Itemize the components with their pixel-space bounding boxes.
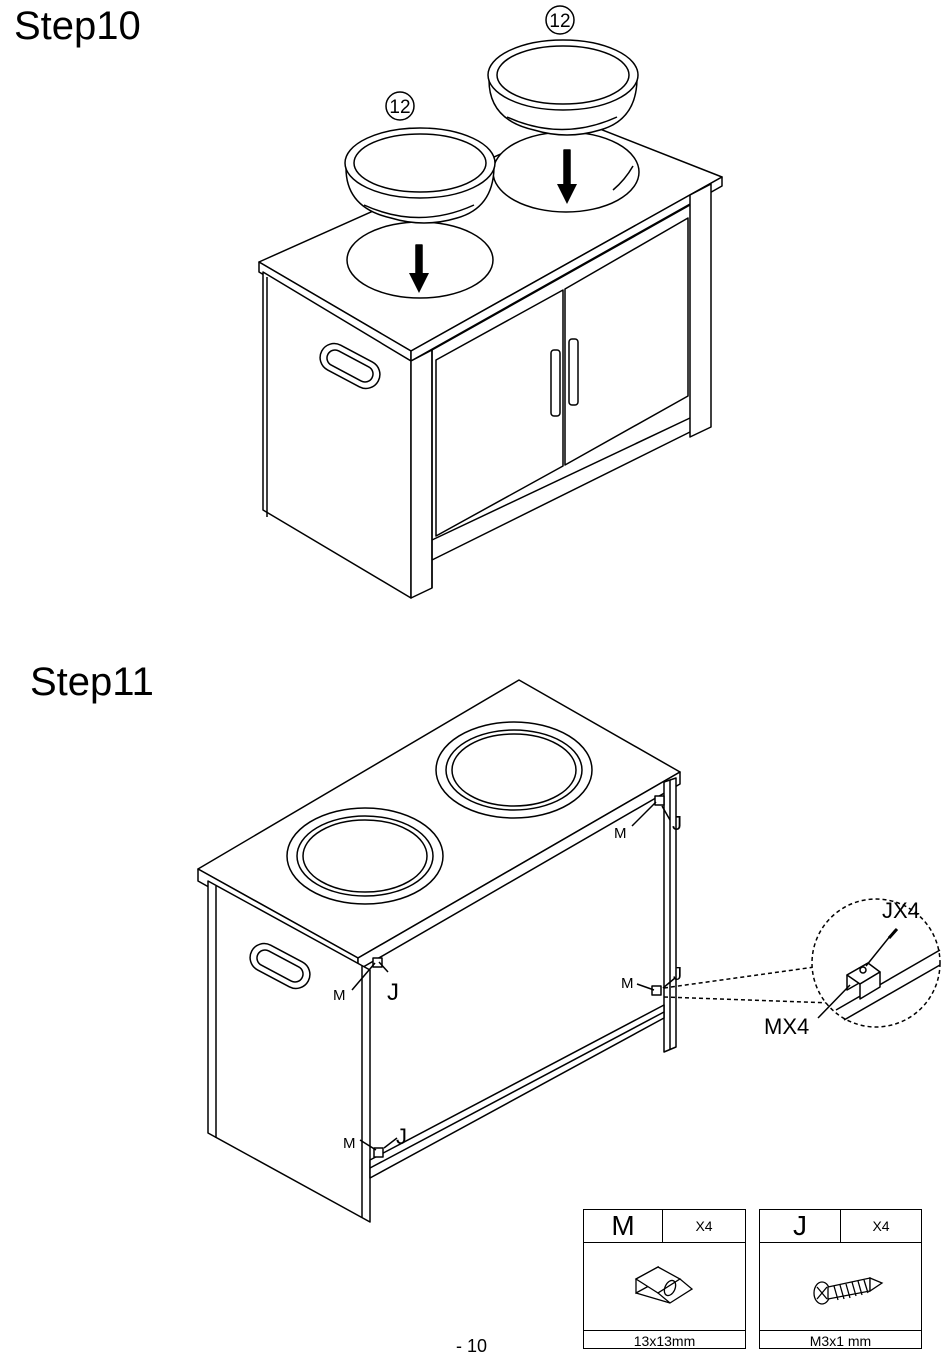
bowl-12-front [345, 128, 495, 223]
part-box-m: M X4 13x13mm [583, 1209, 746, 1349]
label-j-3: J [673, 964, 682, 984]
detail-label-jx4: JX4 [882, 898, 920, 923]
part-box-j: J X4 M3x1 mm [759, 1209, 922, 1349]
step11-cabinet-illustration: M J M J M J M J JX4 MX4 [198, 680, 940, 1222]
label-m-4: M [343, 1135, 356, 1152]
part-qty-j: X4 [841, 1210, 921, 1242]
detail-label-mx4: MX4 [764, 1014, 809, 1039]
part-size-m: 13x13mm [584, 1331, 745, 1351]
part-code-j: J [760, 1210, 841, 1242]
page-number: - 10 [456, 1336, 487, 1357]
part-size-j: M3x1 mm [760, 1331, 921, 1351]
fitting-detail-callout: JX4 MX4 [664, 898, 940, 1039]
label-j-4: J [396, 1124, 407, 1149]
bowl-12-back [488, 40, 638, 135]
label-j-1: J [387, 979, 399, 1006]
label-m-1: M [333, 987, 346, 1004]
corner-block-icon [584, 1243, 745, 1331]
callout-12-front: 12 [389, 97, 410, 118]
part-qty-m: X4 [663, 1210, 745, 1242]
step10-cabinet-illustration: 12 12 [259, 6, 722, 598]
part-code-m: M [584, 1210, 663, 1242]
label-j-2: J [672, 813, 682, 835]
callout-12-back: 12 [549, 11, 570, 32]
label-m-2: M [614, 825, 627, 842]
screw-icon [760, 1243, 921, 1331]
label-m-3: M [621, 975, 634, 992]
